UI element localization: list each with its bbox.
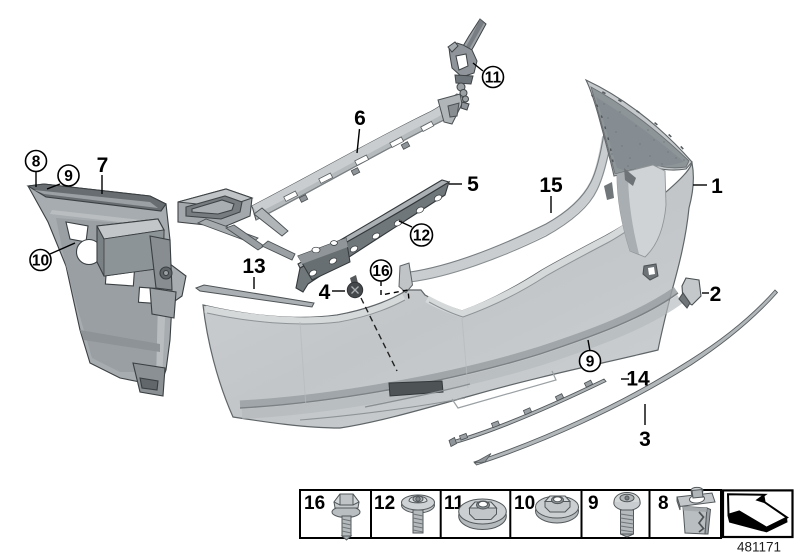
svg-text:1: 1: [711, 175, 723, 198]
svg-text:2: 2: [710, 283, 722, 306]
svg-text:16: 16: [372, 263, 390, 280]
svg-text:8: 8: [658, 493, 669, 514]
svg-text:9: 9: [64, 168, 73, 185]
svg-text:15: 15: [539, 174, 563, 197]
svg-text:481171: 481171: [737, 540, 781, 555]
svg-text:11: 11: [485, 70, 502, 87]
svg-text:3: 3: [639, 428, 651, 451]
svg-text:6: 6: [354, 107, 366, 130]
svg-text:8: 8: [32, 154, 41, 171]
svg-text:13: 13: [242, 255, 265, 278]
svg-text:16: 16: [304, 493, 325, 514]
svg-text:4: 4: [319, 281, 331, 304]
svg-text:10: 10: [32, 253, 49, 270]
svg-text:5: 5: [467, 173, 479, 196]
svg-text:12: 12: [413, 228, 430, 245]
svg-text:14: 14: [626, 368, 650, 391]
svg-text:12: 12: [374, 493, 395, 514]
svg-text:9: 9: [586, 354, 595, 371]
svg-text:10: 10: [514, 493, 535, 514]
svg-text:9: 9: [588, 493, 599, 514]
svg-text:7: 7: [97, 154, 109, 177]
